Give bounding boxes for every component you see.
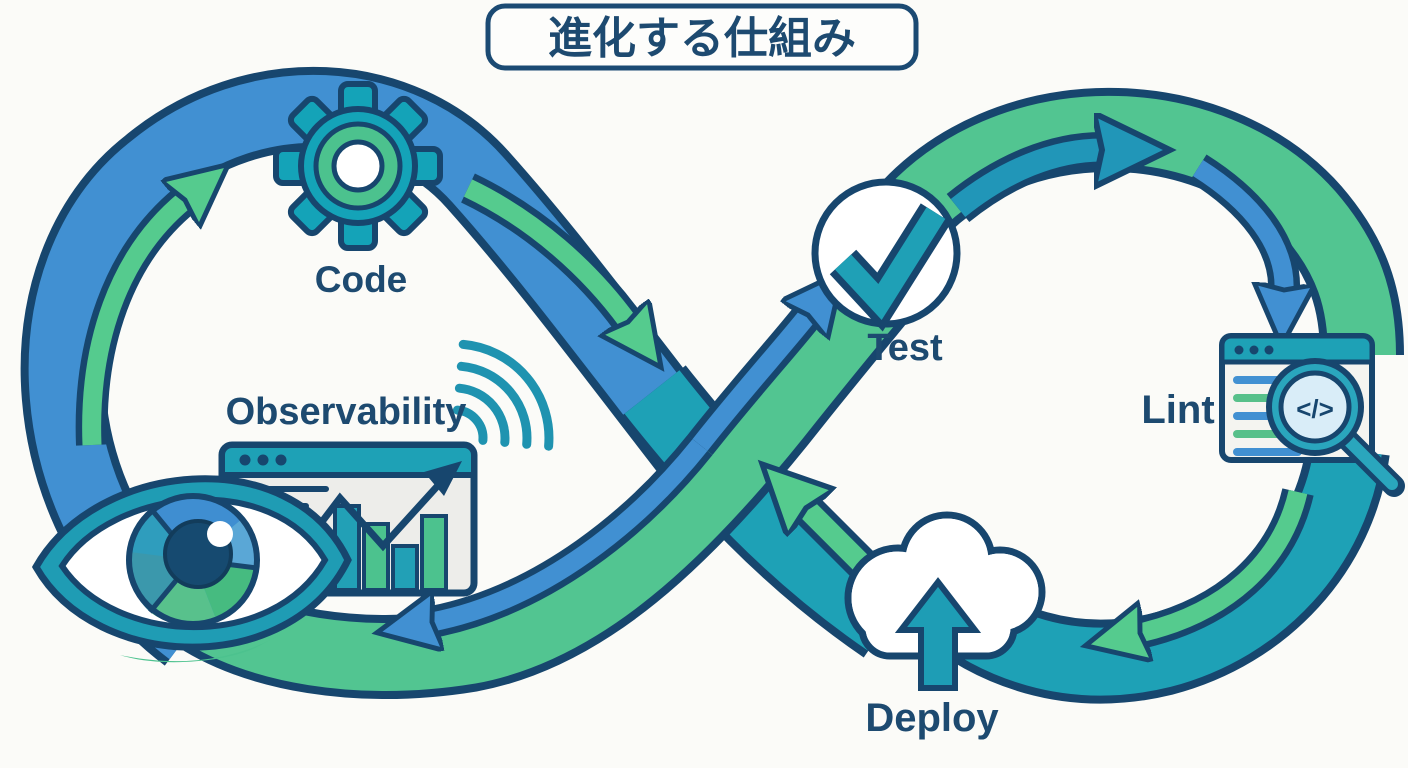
window-dot	[1264, 345, 1274, 355]
label-test: Test	[867, 327, 943, 369]
label-code: Code	[315, 259, 408, 300]
upload-arrow-icon	[894, 577, 982, 691]
code-symbol: </>	[1296, 394, 1334, 424]
green-feedback-band	[170, 265, 911, 699]
code-search-window-icon: </>	[1219, 333, 1405, 497]
arrow-blue-to-eye	[432, 435, 713, 622]
checkmark-circle-icon	[811, 178, 961, 332]
window-dot	[275, 454, 287, 466]
arrow-down-blue-diagonal	[461, 173, 628, 322]
right-loop-green-band	[869, 87, 1404, 356]
window-dot	[239, 454, 251, 466]
label-observability: Observability	[226, 391, 467, 433]
left-loop-blue-band	[20, 66, 739, 666]
page-title: 進化する仕組み	[548, 14, 856, 63]
window-dot	[1234, 345, 1244, 355]
window-dot	[257, 454, 269, 466]
arrow-blue-to-test	[687, 315, 808, 455]
arrow-green-to-deploy	[1140, 488, 1314, 633]
magnifier-icon: </>	[1266, 358, 1405, 497]
eye-icon	[31, 475, 352, 663]
arrow-green-up-connector	[806, 508, 881, 583]
cloud-upload-icon	[844, 511, 1046, 691]
arrow-up-left-loop	[75, 200, 185, 446]
gear-icon	[273, 81, 443, 251]
wifi-signal-icon	[452, 339, 554, 451]
window-dot	[1249, 345, 1259, 355]
arrow-blue-down-right	[1189, 154, 1284, 290]
title-box: 進化する仕組み	[485, 3, 919, 71]
label-deploy: Deploy	[865, 696, 999, 740]
arrow-teal-top-right	[946, 150, 1102, 223]
label-lint: Lint	[1141, 388, 1214, 432]
eye-highlight	[207, 521, 233, 547]
